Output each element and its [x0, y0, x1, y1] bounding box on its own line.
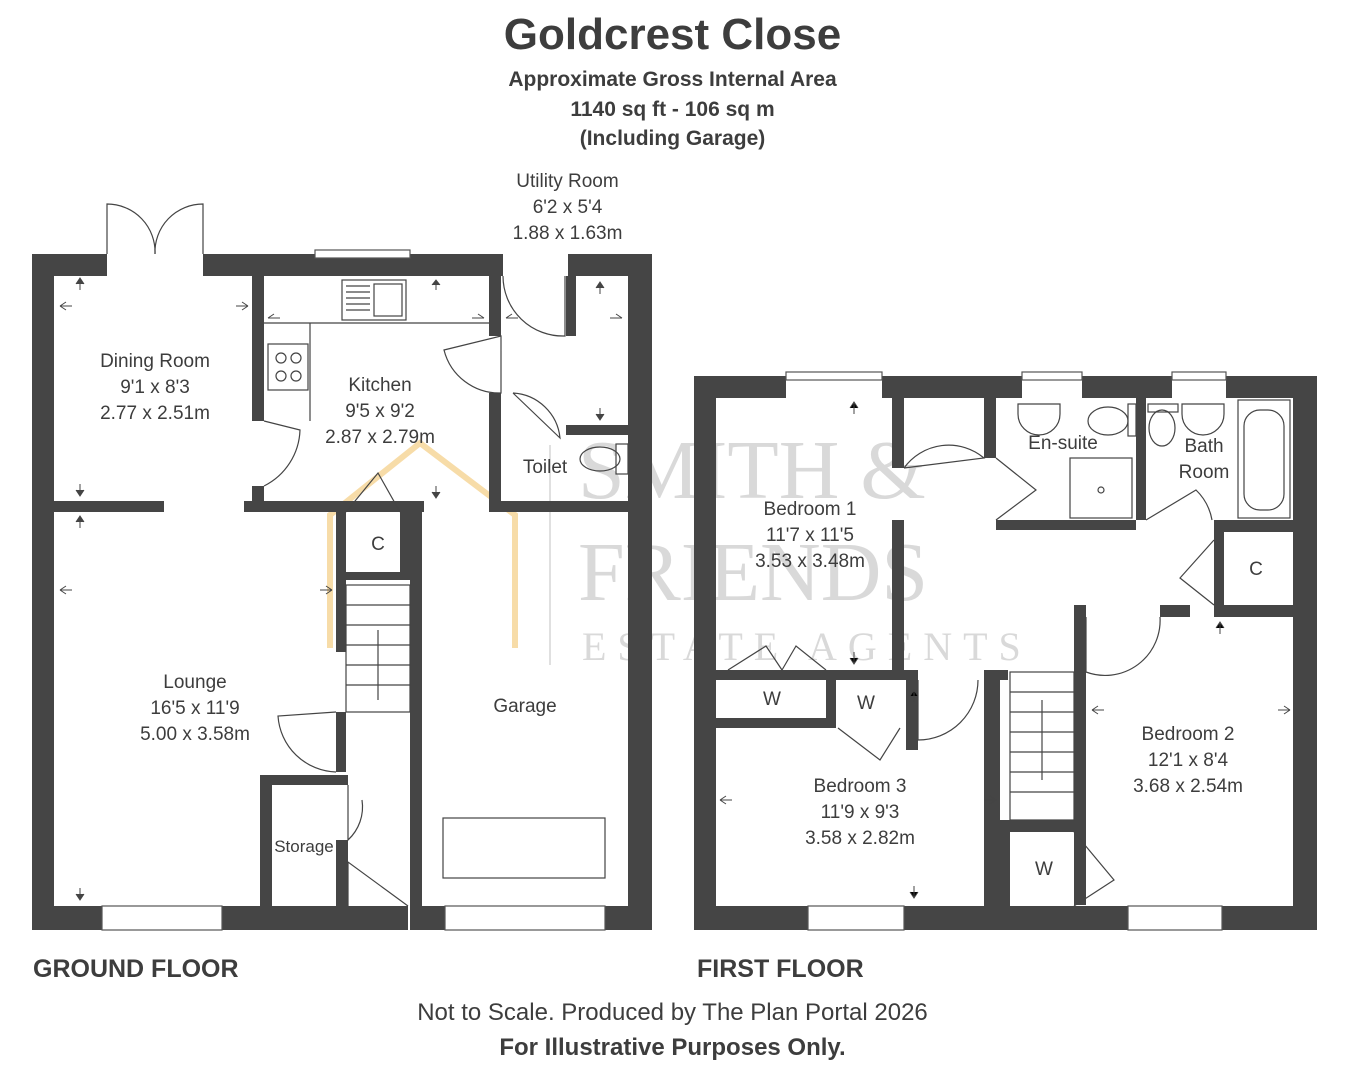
room-label-en-suite: En-suite [1028, 433, 1098, 454]
room-imperial: 11'7 x 11'5 [766, 525, 854, 546]
ground-floor-walls [32, 254, 652, 930]
ground-floor-windows [101, 249, 606, 931]
watermark: SMITH & FRIENDS ESTATE AGENTS [327, 424, 1032, 669]
room-label-wardrobe: W [1035, 859, 1053, 880]
room-metric: 3.53 x 3.48m [755, 551, 865, 572]
room-label-kitchen: Kitchen 9'5 x 9'2 2.87 x 2.79m [300, 373, 460, 451]
ground-floor-fixtures [106, 203, 629, 907]
room-metric: 2.87 x 2.79m [325, 427, 435, 448]
area-note: (Including Garage) [579, 127, 766, 150]
room-metric: 3.68 x 2.54m [1133, 776, 1243, 797]
footer-illustrative: For Illustrative Purposes Only. [499, 1034, 846, 1061]
room-label-bath-room: Bath Room [1178, 436, 1230, 483]
ground-floor-dimension-arrows [59, 277, 623, 901]
room-name: Lounge [163, 672, 227, 693]
room-imperial: 11'9 x 9'3 [820, 802, 900, 823]
watermark-line3: ESTATE AGENTS [582, 624, 1032, 669]
room-metric: 5.00 x 3.58m [140, 724, 250, 745]
first-floor-dimension-arrows [719, 401, 1291, 899]
first-floor-label: FIRST FLOOR [697, 955, 864, 983]
first-floor-walls [694, 376, 1317, 930]
room-label-bedroom-1: Bedroom 1 11'7 x 11'5 3.53 x 3.48m [725, 497, 895, 575]
ground-floor-label: GROUND FLOOR [33, 955, 239, 983]
first-floor-windows [785, 371, 1227, 931]
room-metric: 3.58 x 2.82m [805, 828, 915, 849]
area-value: 1140 sq ft - 106 sq m [570, 98, 775, 121]
first-floor-fixtures [727, 399, 1291, 907]
room-imperial: 6'2 x 5'4 [532, 197, 603, 218]
room-label-wardrobe: W [763, 689, 781, 710]
room-label-utility-room: Utility Room 6'2 x 5'4 1.88 x 1.63m [485, 169, 650, 247]
room-label-cupboard: C [1249, 559, 1263, 580]
room-label-toilet: Toilet [522, 457, 568, 478]
footer-disclaimer: Not to Scale. Produced by The Plan Porta… [417, 999, 928, 1026]
room-metric: 2.77 x 2.51m [100, 403, 210, 424]
room-imperial: 9'1 x 8'3 [120, 377, 190, 398]
room-imperial: 16'5 x 11'9 [150, 698, 240, 719]
room-imperial: 12'1 x 8'4 [1147, 750, 1229, 771]
room-label-lounge: Lounge 16'5 x 11'9 5.00 x 3.58m [110, 670, 280, 748]
room-imperial: 9'5 x 9'2 [345, 401, 415, 422]
room-name: Utility Room [516, 171, 619, 192]
room-label-garage: Garage [493, 696, 557, 717]
room-label-bedroom-2: Bedroom 2 12'1 x 8'4 3.68 x 2.54m [1108, 722, 1268, 800]
room-name: Bedroom 2 [1141, 724, 1235, 745]
area-heading: Approximate Gross Internal Area [508, 68, 837, 91]
room-metric: 1.88 x 1.63m [512, 223, 623, 244]
room-name: Kitchen [348, 375, 412, 396]
room-label-storage: Storage [274, 837, 334, 856]
page-title: Goldcrest Close [503, 10, 842, 59]
room-label-dining-room: Dining Room 9'1 x 8'3 2.77 x 2.51m [70, 349, 240, 427]
room-label-bedroom-3: Bedroom 3 11'9 x 9'3 3.58 x 2.82m [780, 774, 940, 852]
room-name: Bedroom 1 [763, 499, 857, 520]
room-label-cupboard: C [371, 534, 385, 555]
room-name: Bedroom 3 [813, 776, 907, 797]
room-name: Dining Room [100, 351, 210, 372]
room-label-wardrobe: W [857, 693, 875, 714]
